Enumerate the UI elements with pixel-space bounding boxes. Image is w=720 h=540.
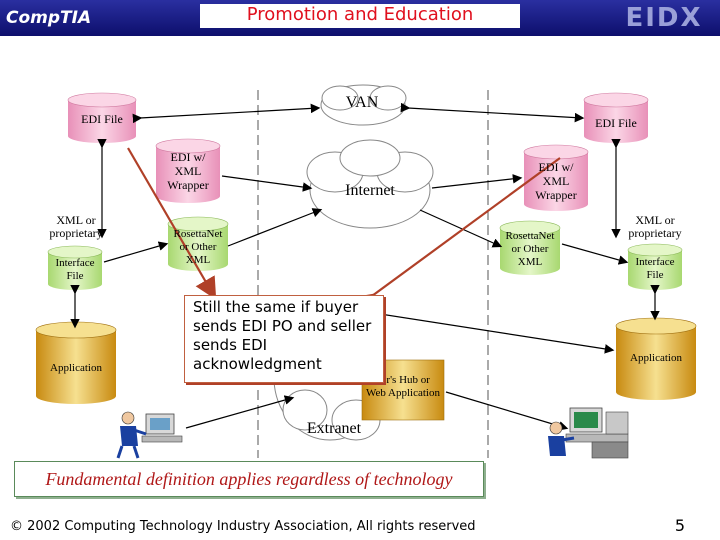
left-edi-file-cylinder [67,92,137,143]
interface-rosetta-right-arrow [561,243,629,265]
extranet-label: Extranet [306,420,362,437]
left-edi-xml-cylinder [155,138,221,203]
eidx-logo-text: EIDX [625,3,703,33]
internet-label: Internet [345,182,395,199]
internet-cloud [306,139,434,229]
banner-box: Fundamental definition applies regardles… [14,461,484,497]
buyer-workstation-icon [116,411,183,459]
right-rosettanet-cylinder [499,220,561,275]
callout-text: Still the same if buyer sends EDI PO and… [193,298,372,373]
right-rosettanet-label: RosettaNet or Other XML [505,230,555,268]
left-interface-file-label: Interface File [55,257,95,282]
van-left-arrow [132,103,321,124]
logo-text: CompTIA [6,8,92,28]
van-cloud [320,84,407,126]
comptia-logo: CompTIA [6,6,156,30]
left-application-label: Application [50,362,102,374]
buyer-extranet-arrow [185,395,295,429]
left-edi-xml-label: EDI w/ XML Wrapper [167,150,209,192]
rosetta-left-arrow [227,208,323,247]
right-application-cylinder [615,317,697,400]
seller-workstation-icon [548,407,629,459]
right-interface-file-cylinder [627,243,683,290]
right-edi-file-cylinder [583,92,649,143]
left-xml-proprietary-label: XML or proprietary [49,213,103,240]
left-rosettanet-cylinder [167,216,229,271]
van-label: VAN [345,94,379,111]
left-edi-file-label: EDI File [81,112,123,126]
right-edi-xml-label: EDI w/ XML Wrapper [535,160,577,202]
page-number: 5 [674,516,686,535]
edi-xml-right-arrow [431,174,523,189]
hub-seller-arrow [445,391,569,431]
copyright-footer: © 2002 Computing Technology Industry Ass… [10,519,476,534]
right-edi-file-label: EDI File [595,116,637,130]
banner-text: Fundamental definition applies regardles… [45,469,453,489]
van-right-arrow [400,102,585,123]
slide-title: Promotion and Education [200,4,520,28]
interface-rosetta-left-arrow [103,241,169,263]
eidx-logo: EIDX [614,2,714,34]
left-rosettanet-label: RosettaNet or Other XML [173,228,223,266]
highlight-arrow-left [127,147,217,300]
extranet-app-arrow [379,313,615,354]
right-xml-proprietary-label: XML or proprietary [628,213,682,240]
hub-label: ker's Hub or Web Application [366,374,440,399]
edi-xml-left-arrow [221,175,313,192]
highlight-arrow-right [351,157,561,316]
callout-box: Still the same if buyer sends EDI PO and… [184,295,384,383]
right-edi-xml-cylinder [523,144,589,211]
left-interface-file-cylinder [47,245,103,290]
right-interface-file-label: Interface File [635,256,675,281]
rosetta-right-arrow [419,209,503,248]
right-application-label: Application [630,352,682,364]
